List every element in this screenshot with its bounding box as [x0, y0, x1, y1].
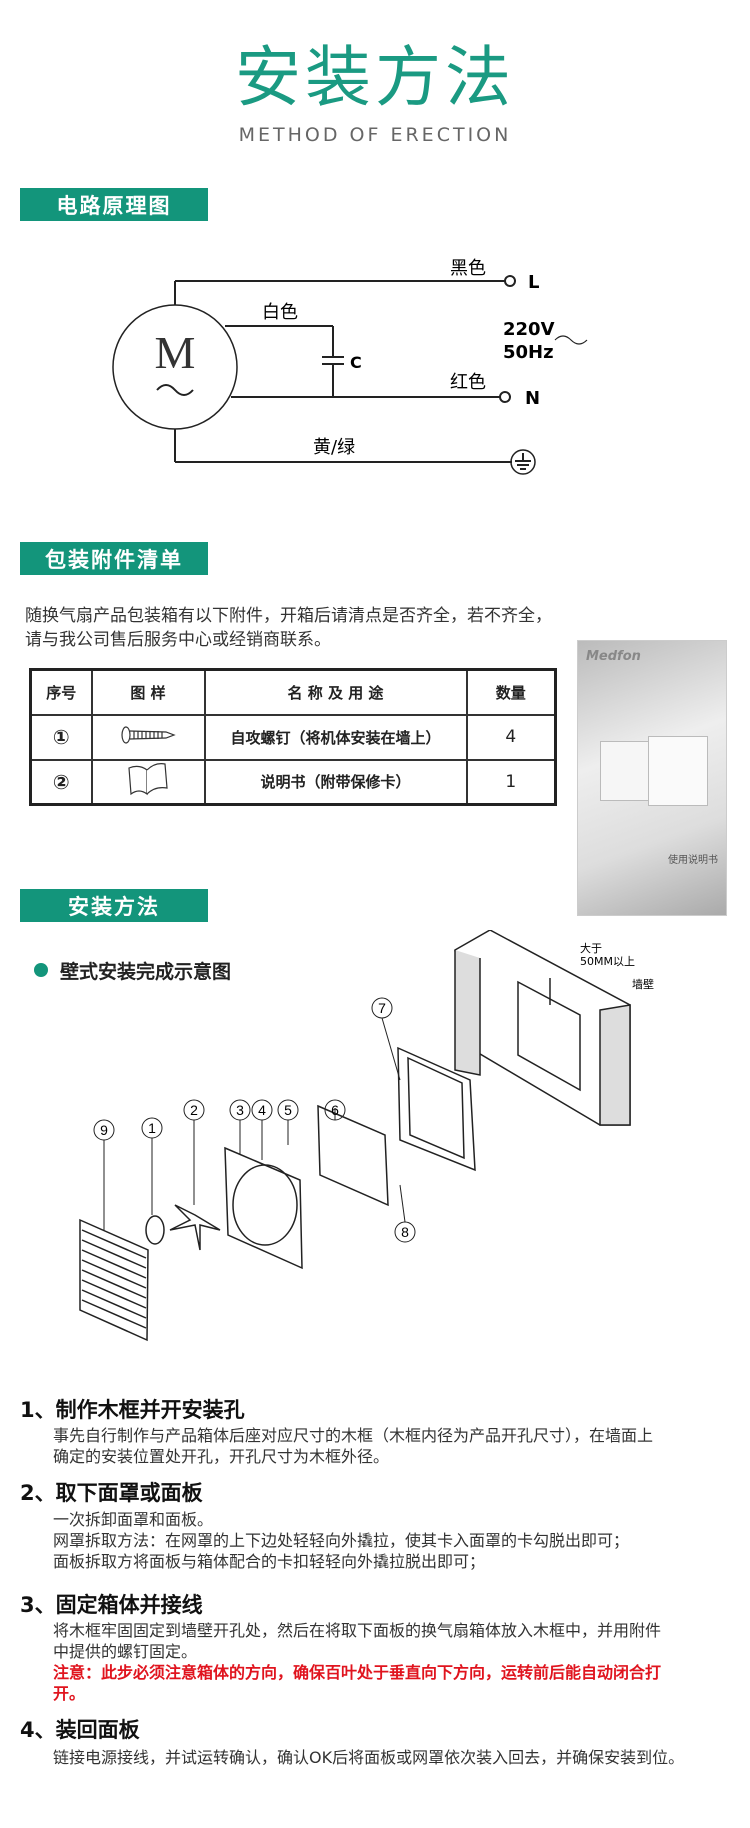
row-name: 自攻螺钉（将机体安装在墙上） [203, 713, 468, 761]
step-3-title: 3、固定箱体并接线 [20, 1593, 203, 1617]
row-qty: 4 [465, 713, 557, 761]
part-label-5: 5 [284, 1102, 292, 1118]
step-3-line-1: 将木框牢固固定到墙壁开孔处，然后在将取下面板的换气扇箱体放入木框中，并用附件 [53, 1621, 662, 1640]
accessories-intro-2: 请与我公司售后服务中心或经销商联系。 [25, 630, 331, 650]
accessories-photo: Medfon 使用说明书 [577, 640, 727, 916]
step-3-warning-2: 开。 [53, 1684, 86, 1703]
wire-red-label: 红色 [450, 372, 486, 393]
exploded-diagram: 9 1 2 3 4 5 6 7 8 大于 50MM以上 墙壁 [79, 930, 654, 1342]
wire-black-label: 黑色 [450, 258, 486, 279]
callout-50mm: 50MM以上 [580, 955, 635, 968]
step-1-title: 1、制作木框并开安装孔 [20, 1398, 245, 1422]
part-label-4: 4 [258, 1102, 266, 1118]
header-name: 名 称 及 用 途 [203, 668, 468, 716]
part-label-6: 6 [331, 1102, 339, 1118]
section-circuit-header: 电路原理图 [20, 188, 208, 221]
row-no: ② [29, 758, 93, 806]
table-row: ① 自攻螺钉（将机体安装在墙上） 4 [29, 713, 557, 761]
step-2-line-3: 面板拆取方将面板与箱体配合的卡扣轻轻向外撬拉脱出即可； [53, 1552, 486, 1571]
page-title: 安装方法 [235, 39, 515, 116]
row-qty: 1 [465, 758, 557, 806]
diagram-title: 壁式安装完成示意图 [60, 961, 232, 983]
table-header-row: 序号 图 样 名 称 及 用 途 数量 [29, 668, 557, 716]
step-2-title: 2、取下面罩或面板 [20, 1481, 203, 1505]
callout-greater-than: 大于 [580, 941, 602, 955]
header-qty: 数量 [465, 668, 557, 716]
step-2-line-2: 网罩拆取方法：在网罩的上下边处轻轻向外撬拉，使其卡入面罩的卡勾脱出即可； [53, 1531, 630, 1550]
step-1-line-2: 确定的安装位置处开孔，开孔尺寸为木框外径。 [53, 1447, 390, 1466]
section-install-header: 安装方法 [20, 889, 208, 922]
frequency-label: 50Hz [503, 342, 554, 363]
part-label-3: 3 [236, 1102, 244, 1118]
wire-white-label: 白色 [262, 302, 298, 323]
accessories-table: 序号 图 样 名 称 及 用 途 数量 ① 自攻螺钉（将机体安装在墙上） 4 ②… [29, 668, 557, 806]
row-name: 说明书（附带保修卡） [203, 758, 468, 806]
wire-ground-label: 黄/绿 [313, 437, 355, 458]
part-label-8: 8 [401, 1224, 409, 1240]
photo-caption: 使用说明书 [668, 855, 718, 866]
circuit-diagram: M 黑色 L 白色 C 220V 50Hz 红色 N 黄/绿 [112, 258, 588, 475]
step-4-line-1: 链接电源接线，并试运转确认，确认OK后将面板或网罩依次装入回去，并确保安装到位。 [53, 1748, 685, 1767]
header-icon: 图 样 [90, 668, 206, 716]
bullet-icon [34, 963, 48, 977]
part-label-2: 2 [190, 1102, 198, 1118]
row-no: ① [29, 713, 93, 761]
motor-label: M [155, 327, 196, 378]
terminal-n-label: N [525, 388, 540, 409]
section-accessories-header: 包装附件清单 [20, 542, 208, 575]
table-row: ② 说明书（附带保修卡） 1 [29, 758, 557, 806]
page-subtitle: METHOD OF ERECTION [238, 124, 512, 146]
step-2-line-1: 一次拆卸面罩和面板。 [53, 1510, 214, 1529]
step-1-line-1: 事先自行制作与产品箱体后座对应尺寸的木框（木框内径为产品开孔尺寸），在墙面上 [53, 1426, 654, 1445]
step-3-warning-1: 注意：此步必须注意箱体的方向，确保百叶处于垂直向下方向，运转前后能自动闭合打 [53, 1663, 662, 1682]
book-icon [90, 758, 206, 806]
part-label-1: 1 [148, 1120, 156, 1136]
callout-wall: 墙壁 [632, 977, 654, 991]
capacitor-label: C [350, 353, 362, 372]
part-label-7: 7 [378, 1000, 386, 1016]
photo-fan-box-2 [648, 736, 708, 806]
step-4-title: 4、装回面板 [20, 1718, 140, 1742]
step-3-line-2: 中提供的螺钉固定。 [53, 1642, 198, 1661]
voltage-label: 220V [503, 319, 555, 340]
part-label-9: 9 [100, 1122, 108, 1138]
photo-brand: Medfon [586, 649, 641, 664]
terminal-l-label: L [528, 272, 539, 293]
header-no: 序号 [29, 668, 93, 716]
screw-icon [90, 713, 206, 761]
accessories-intro-1: 随换气扇产品包装箱有以下附件，开箱后请清点是否齐全，若不齐全， [25, 606, 552, 626]
